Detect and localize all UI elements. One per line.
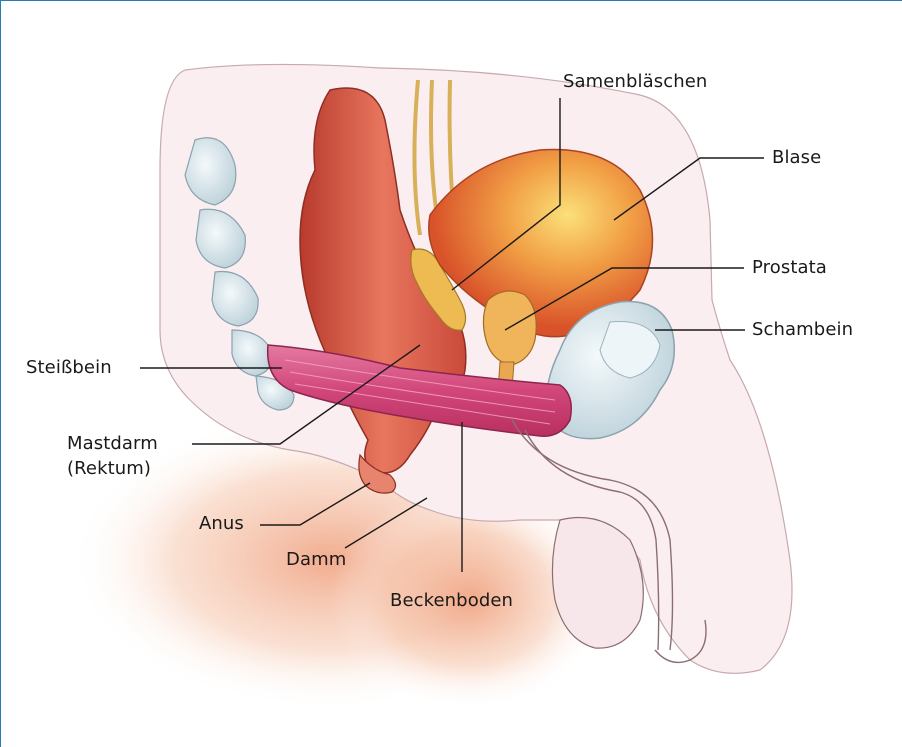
label-samenblaeschen: Samenbläschen (563, 71, 707, 93)
label-anus: Anus (199, 513, 244, 535)
label-rektum: (Rektum) (67, 458, 151, 480)
label-schambein: Schambein (752, 319, 853, 341)
label-damm: Damm (286, 549, 346, 571)
label-beckenboden: Beckenboden (390, 590, 513, 612)
label-steissbein: Steißbein (26, 357, 112, 379)
label-blase: Blase (772, 147, 821, 169)
label-prostata: Prostata (752, 257, 827, 279)
label-mastdarm: Mastdarm (67, 433, 158, 455)
